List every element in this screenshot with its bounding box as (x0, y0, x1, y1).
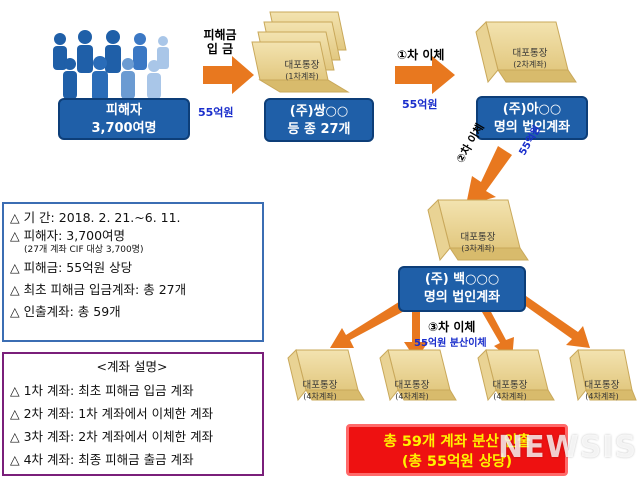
bankbook-3-title: 대포통장 (460, 232, 496, 243)
bankbook-1-sub: (1차계좌) (285, 72, 319, 81)
account-a-name: (주)아○○ (502, 102, 562, 117)
bankbook-4d-title: 대포통장 (584, 380, 620, 391)
deposit-label-line2: 입 금 (206, 42, 234, 56)
arrow-deposit (203, 56, 254, 94)
bankbook-4a-title: 대포통장 (302, 380, 338, 391)
bankbook-4a-sub: (4차계좌) (303, 392, 337, 401)
bankbook-1-label: 대포통장 (1차계좌) (270, 60, 334, 82)
bankbook-2-title: 대포통장 (512, 48, 548, 59)
explanation-title: <계좌 설명> (96, 359, 168, 374)
victims-people-icon (53, 30, 169, 101)
arrow-transfer-1 (395, 56, 455, 94)
case-summary-box: △ 기 간: 2018. 2. 21.~6. 11. △ 피해자: 3,700여… (2, 202, 264, 342)
bankbook-4a-label: 대포통장 (4차계좌) (292, 380, 348, 402)
deposit-amount: 55억원 (198, 106, 234, 119)
account-box-ssang: (주)쌍○○ 등 종 27개 (264, 98, 374, 142)
bankbook-1-title: 대포통장 (284, 60, 320, 71)
summary-victims: △ 피해자: 3,700여명 (10, 228, 126, 243)
summary-first-accounts: △ 최초 피해금 입금계좌: 총 27개 (10, 282, 187, 297)
victim-count: 3,700여명 (91, 120, 157, 136)
bankbook-4d-sub: (4차계좌) (585, 392, 619, 401)
arrow-transfer-3-b (404, 312, 428, 360)
bankbook-3-sub: (3차계좌) (461, 244, 495, 253)
arrow-transfer-3-d (520, 296, 590, 348)
newsis-watermark: NEWSIS (498, 430, 638, 465)
account-ssang-count: 등 종 27개 (287, 121, 351, 137)
arrow-transfer-2 (466, 146, 512, 205)
arrow-transfer-3-a (330, 300, 408, 348)
transfer-1-label: ①차 이체 (397, 48, 445, 62)
explanation-item-4: △ 4차 계좌: 최종 피해금 출금 계좌 (10, 452, 194, 467)
bankbook-4c-title: 대포통장 (492, 380, 528, 391)
account-box-baek: (주) 백○○○ 명의 법인계좌 (398, 266, 526, 312)
bankbook-stack-1-icon (251, 11, 350, 93)
bankbook-4a-icon (287, 349, 365, 402)
bankbook-2-label: 대포통장 (2차계좌) (498, 48, 562, 70)
bankbook-4d-label: 대포통장 (4차계좌) (574, 380, 630, 402)
victim-label: 피해자 (106, 103, 142, 118)
account-explanation-box: <계좌 설명> △ 1차 계좌: 최초 피해금 입금 계좌 △ 2차 계좌: 1… (2, 352, 264, 476)
summary-period: △ 기 간: 2018. 2. 21.~6. 11. (10, 210, 181, 225)
deposit-label: 피해금 입 금 (200, 28, 240, 56)
account-a-type: 명의 법인계좌 (493, 119, 571, 135)
bankbook-4b-title: 대포통장 (394, 380, 430, 391)
transfer-3-label: ③차 이체 (428, 320, 476, 334)
explanation-item-2: △ 2차 계좌: 1차 계좌에서 이체한 계좌 (10, 406, 214, 421)
explanation-item-3: △ 3차 계좌: 2차 계좌에서 이체한 계좌 (10, 429, 214, 444)
bankbook-3-label: 대포통장 (3차계좌) (446, 232, 510, 254)
bankbook-4b-label: 대포통장 (4차계좌) (384, 380, 440, 402)
bankbook-2-sub: (2차계좌) (513, 60, 547, 69)
summary-victims-note: (27개 계좌 CIF 대상 3,700명) (24, 245, 144, 255)
result-total-accounts: 총 59개 계좌 분산 인출 (383, 434, 531, 450)
arrow-transfer-3-c (482, 310, 514, 360)
deposit-label-line1: 피해금 (203, 28, 237, 42)
summary-damage: △ 피해금: 55억원 상당 (10, 260, 133, 275)
transfer-1-amount: 55억원 (402, 98, 438, 111)
account-baek-type: 명의 법인계좌 (423, 289, 501, 305)
bankbook-4c-label: 대포통장 (4차계좌) (482, 380, 538, 402)
transfer-3-amount: 55억원 분산이체 (414, 338, 487, 349)
account-ssang-name: (주)쌍○○ (289, 104, 349, 119)
account-baek-name: (주) 백○○○ (424, 272, 500, 287)
bankbook-4c-sub: (4차계좌) (493, 392, 527, 401)
bankbook-4d-icon (569, 348, 637, 402)
result-total-amount: (총 55억원 상당) (401, 454, 513, 470)
result-box: 총 59개 계좌 분산 인출 (총 55억원 상당) (346, 424, 568, 476)
bankbook-2-icon (475, 21, 577, 84)
bankbook-4b-icon (379, 349, 457, 402)
account-box-a: (주)아○○ 명의 법인계좌 (476, 96, 588, 140)
bankbook-3-icon (427, 199, 529, 262)
explanation-item-1: △ 1차 계좌: 최초 피해금 입금 계좌 (10, 383, 194, 398)
bankbook-4c-icon (477, 349, 555, 402)
summary-withdraw-accounts: △ 인출계좌: 총 59개 (10, 304, 121, 319)
bankbook-4b-sub: (4차계좌) (395, 392, 429, 401)
victim-box: 피해자 3,700여명 (58, 98, 190, 140)
